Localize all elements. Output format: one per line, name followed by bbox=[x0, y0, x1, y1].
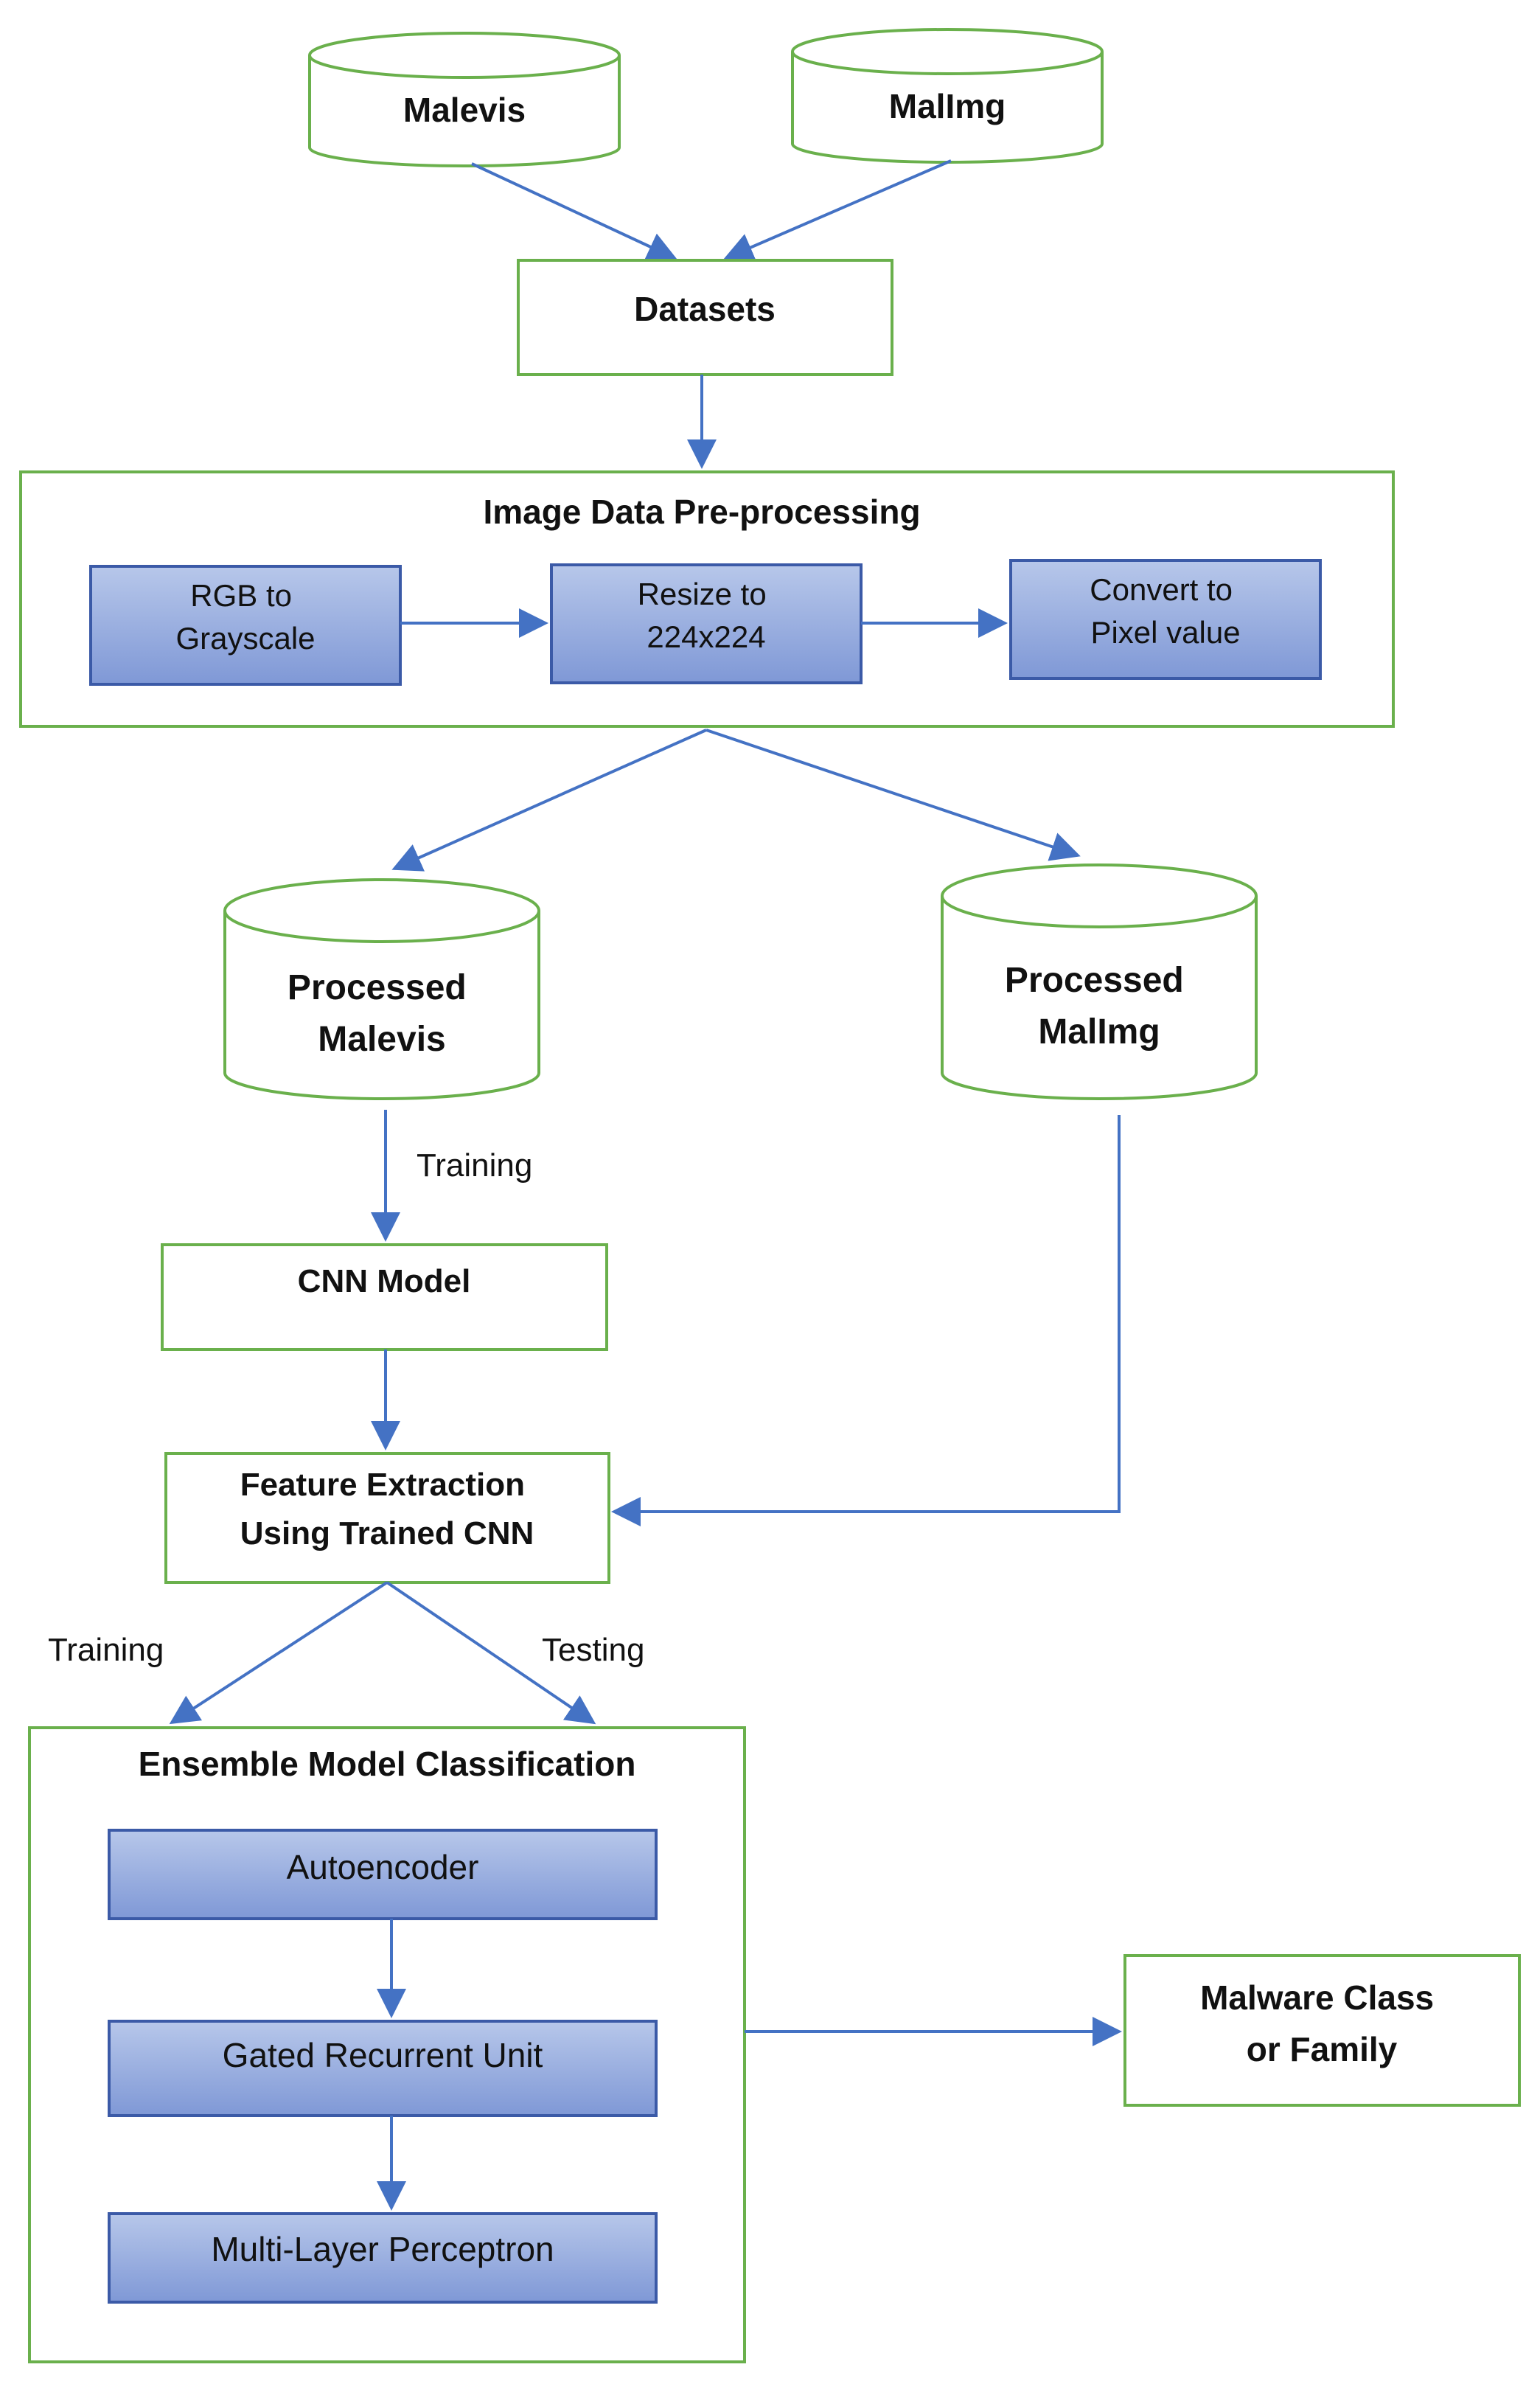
svg-text:Convert to Pixel value: Convert to Pixel value bbox=[1090, 572, 1241, 650]
edge-preprocessing-processed-malimg bbox=[705, 729, 1081, 861]
output-line-1: Malware Class bbox=[1200, 1978, 1434, 2017]
feature-extraction-line-1: Feature Extraction bbox=[240, 1467, 525, 1503]
malevis-dataset: Malevis bbox=[308, 32, 621, 167]
preprocessing-container: Image Data Pre-processing RGB to Graysca… bbox=[19, 470, 1395, 728]
edge-preprocessing-processed-malevis bbox=[391, 729, 707, 872]
svg-text:Processed Malevis: Processed Malevis bbox=[288, 968, 476, 1059]
ensemble-title: Ensemble Model Classification bbox=[139, 1745, 636, 1783]
processed-malevis-dataset: Processed Malevis bbox=[223, 878, 540, 1100]
malware-class-output-box: Malware Class or Family bbox=[1123, 1954, 1521, 2107]
rgb-to-grayscale-line-2: Grayscale bbox=[175, 621, 315, 656]
processed-malimg-line-1: Processed bbox=[1005, 961, 1184, 1000]
convert-pixel-step: Convert to Pixel value bbox=[1009, 559, 1322, 680]
malimg-dataset: MalImg bbox=[791, 28, 1104, 164]
convert-pixel-line-1: Convert to bbox=[1090, 572, 1233, 607]
edge-processed-malimg-feature-extraction bbox=[611, 1115, 1121, 1526]
processed-malevis-line-2: Malevis bbox=[318, 1020, 445, 1059]
cnn-model-box: CNN Model bbox=[161, 1243, 608, 1351]
resize-line-1: Resize to bbox=[638, 577, 767, 611]
ensemble-container: Ensemble Model Classification Autoencode… bbox=[28, 1726, 746, 2363]
datasets-label: Datasets bbox=[634, 290, 776, 328]
autoencoder-label: Autoencoder bbox=[287, 1848, 479, 1886]
output-line-2: or Family bbox=[1247, 2030, 1398, 2068]
preprocessing-title: Image Data Pre-processing bbox=[483, 493, 920, 531]
gru-label: Gated Recurrent Unit bbox=[223, 2036, 543, 2074]
datasets-box: Datasets bbox=[517, 259, 893, 376]
testing-edge-label-ensemble: Testing bbox=[542, 1632, 644, 1668]
svg-text:Malware Class or Family: Malware Class or Family bbox=[1200, 1978, 1443, 2068]
autoencoder-step: Autoencoder bbox=[108, 1829, 658, 1920]
mlp-step: Multi-Layer Perceptron bbox=[108, 2212, 658, 2304]
training-edge-label-ensemble: Training bbox=[48, 1632, 164, 1668]
malevis-label: Malevis bbox=[403, 91, 526, 129]
edge-malevis-datasets bbox=[471, 162, 677, 260]
svg-text:Feature Extraction Using: Feature Extraction Using Trained CNN bbox=[240, 1467, 534, 1551]
processed-malimg-dataset: Processed MalImg bbox=[941, 863, 1258, 1100]
edge-feature-ensemble-training bbox=[169, 1581, 389, 1725]
processed-malevis-line-1: Processed bbox=[288, 968, 467, 1007]
cnn-model-label: CNN Model bbox=[298, 1263, 471, 1299]
feature-extraction-box: Feature Extraction Using Trained CNN bbox=[164, 1452, 610, 1584]
svg-text:Processed MalImg: Processed MalImg bbox=[1005, 961, 1194, 1052]
gru-step: Gated Recurrent Unit bbox=[108, 2020, 658, 2117]
processed-malimg-line-2: MalImg bbox=[1038, 1012, 1160, 1052]
rgb-to-grayscale-line-1: RGB to bbox=[190, 578, 292, 613]
resize-step: Resize to 224x224 bbox=[550, 563, 863, 684]
svg-text:RGB to Grayscale: RGB to Grayscale bbox=[175, 578, 315, 656]
mlp-label: Multi-Layer Perceptron bbox=[211, 2230, 554, 2268]
edge-malimg-datasets bbox=[723, 159, 952, 262]
resize-line-2: 224x224 bbox=[647, 619, 765, 654]
malimg-label: MalImg bbox=[889, 87, 1006, 125]
rgb-to-grayscale-step: RGB to Grayscale bbox=[89, 565, 402, 686]
training-edge-label-cnn: Training bbox=[417, 1147, 532, 1184]
edge-feature-ensemble-testing bbox=[386, 1581, 596, 1725]
feature-extraction-line-2: Using Trained CNN bbox=[240, 1515, 534, 1551]
convert-pixel-line-2: Pixel value bbox=[1090, 615, 1240, 650]
svg-text:Resize to 224x224: Resize to 224x224 bbox=[638, 577, 776, 654]
